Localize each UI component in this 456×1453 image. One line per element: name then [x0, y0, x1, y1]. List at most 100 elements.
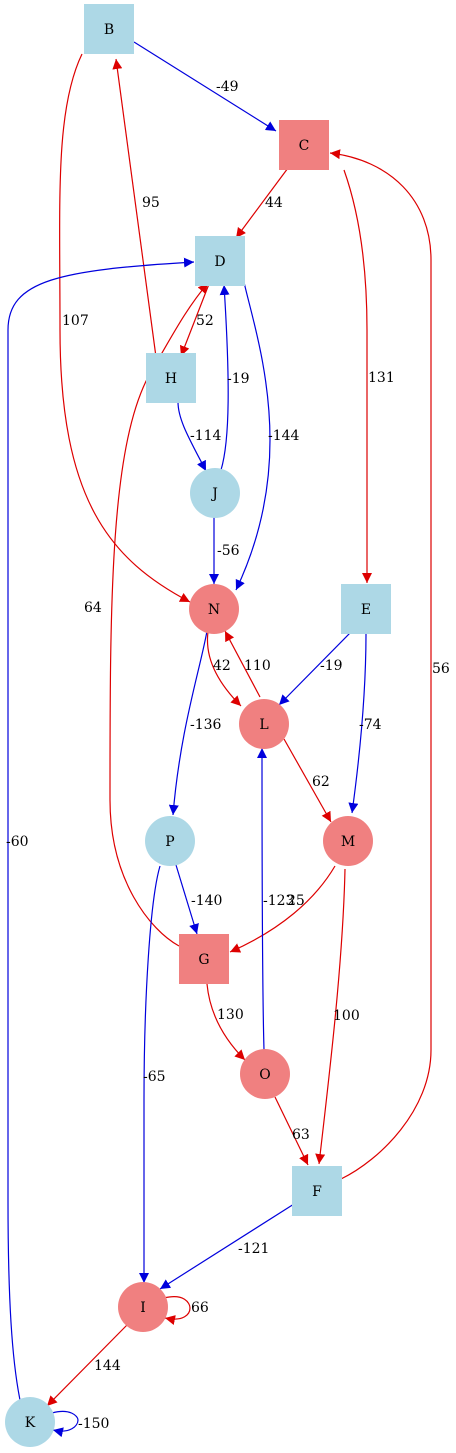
node-L-shape [239, 699, 289, 749]
node-E-shape [341, 584, 391, 634]
edge-I-K [46, 1324, 128, 1407]
edge-C-D [235, 167, 289, 239]
edge-label-E-L: -19 [320, 658, 343, 674]
edge-label-O-L: -123 [263, 893, 294, 909]
edge-E-L [278, 632, 351, 706]
edge-label-L-M: 62 [312, 774, 330, 790]
edge-label-F-I: -121 [238, 1241, 269, 1257]
edge-label-P-G: -140 [191, 893, 222, 909]
edge-label-H-B: 95 [142, 195, 160, 211]
node-G: G [179, 934, 229, 984]
node-K: K [5, 1397, 55, 1447]
node-H: H [146, 353, 196, 403]
edge-B-C [133, 41, 277, 132]
node-E: E [341, 584, 391, 634]
node-F-label: F [312, 1184, 322, 1200]
edge-label-C-D: 44 [265, 195, 283, 211]
edge-H-B [112, 58, 157, 358]
edge-K-D [7, 257, 195, 1401]
edge-label-L-N: 110 [244, 658, 271, 674]
edge-F-I [159, 1203, 295, 1290]
edge-H-J [177, 401, 207, 472]
node-L-label: L [259, 717, 268, 733]
edge-M-G [229, 865, 336, 953]
node-D-label: D [214, 254, 225, 270]
edge-L-M [283, 738, 332, 823]
node-K-shape [5, 1397, 55, 1447]
node-M-label: M [341, 834, 355, 850]
node-C-label: C [299, 138, 310, 154]
edge-label-H-J: -114 [190, 428, 222, 444]
edge-labels-layer: -49 107 95 44 131 52 -144 -19 -114 -56 4… [6, 79, 450, 1432]
node-I-shape [118, 1282, 168, 1332]
edge-label-K-K: -150 [78, 1416, 109, 1432]
edge-label-P-I: -65 [143, 1069, 166, 1085]
edge-label-B-N: 107 [62, 313, 89, 329]
edge-P-G [175, 864, 199, 935]
node-N: N [189, 584, 239, 634]
edge-N-P [168, 630, 208, 816]
node-E-label: E [361, 602, 371, 618]
node-B-shape [84, 4, 134, 54]
edge-I-I [163, 1296, 191, 1325]
edge-label-M-F: 100 [333, 1008, 360, 1024]
node-B: B [84, 4, 134, 54]
edge-label-D-H: 52 [196, 313, 214, 329]
node-K-label: K [25, 1415, 36, 1431]
edge-label-B-C: -49 [216, 79, 239, 95]
node-J-label: J [210, 486, 218, 502]
edge-D-H [179, 283, 210, 357]
edge-N-L [206, 631, 242, 707]
node-N-label: N [208, 602, 220, 618]
edge-label-N-L: 42 [213, 658, 231, 674]
node-P-shape [145, 816, 195, 866]
edge-K-K [51, 1410, 79, 1438]
edge-label-D-N: -144 [268, 428, 300, 444]
nodes-layer: B C D H J N E L [5, 4, 391, 1447]
edge-E-M [348, 632, 367, 814]
node-F: F [292, 1166, 342, 1216]
node-D: D [195, 236, 245, 286]
edge-O-L [257, 747, 268, 1051]
edge-label-N-P: -136 [190, 717, 222, 733]
node-O-shape [240, 1049, 290, 1099]
edge-L-N [224, 630, 261, 698]
edge-P-I [139, 865, 161, 1283]
node-M: M [323, 816, 373, 866]
node-M-shape [323, 816, 373, 866]
node-H-shape [146, 353, 196, 403]
edge-G-D [109, 282, 209, 947]
edge-label-G-O: 130 [217, 1007, 244, 1023]
node-C: C [279, 120, 329, 170]
edge-label-M-G: 25 [287, 893, 305, 909]
edge-C-E [343, 169, 372, 583]
edge-label-J-N: -56 [217, 543, 240, 559]
edge-label-K-D: -60 [6, 834, 29, 850]
edge-label-O-F: 63 [292, 1127, 310, 1143]
edge-M-F [315, 868, 346, 1165]
node-N-shape [189, 584, 239, 634]
node-O-label: O [259, 1067, 270, 1083]
node-D-shape [195, 236, 245, 286]
node-J: J [190, 468, 240, 518]
edges-layer [7, 41, 432, 1438]
edge-D-N [235, 281, 271, 591]
edge-B-N [59, 53, 191, 603]
edge-G-O [206, 983, 246, 1061]
edge-F-C [329, 149, 432, 1180]
node-P: P [145, 816, 195, 866]
edge-label-C-E: 131 [368, 370, 395, 386]
node-L: L [239, 699, 289, 749]
edge-label-G-D: 64 [84, 600, 102, 616]
edge-label-J-D: -19 [227, 371, 250, 387]
node-F-shape [292, 1166, 342, 1216]
edge-label-I-K: 144 [94, 1358, 121, 1374]
node-G-shape [179, 934, 229, 984]
node-I-label: I [140, 1300, 146, 1316]
edge-label-E-M: -74 [359, 717, 382, 733]
edge-J-D [219, 284, 230, 471]
node-C-shape [279, 120, 329, 170]
node-O: O [240, 1049, 290, 1099]
edge-label-I-I: 66 [191, 1300, 209, 1316]
